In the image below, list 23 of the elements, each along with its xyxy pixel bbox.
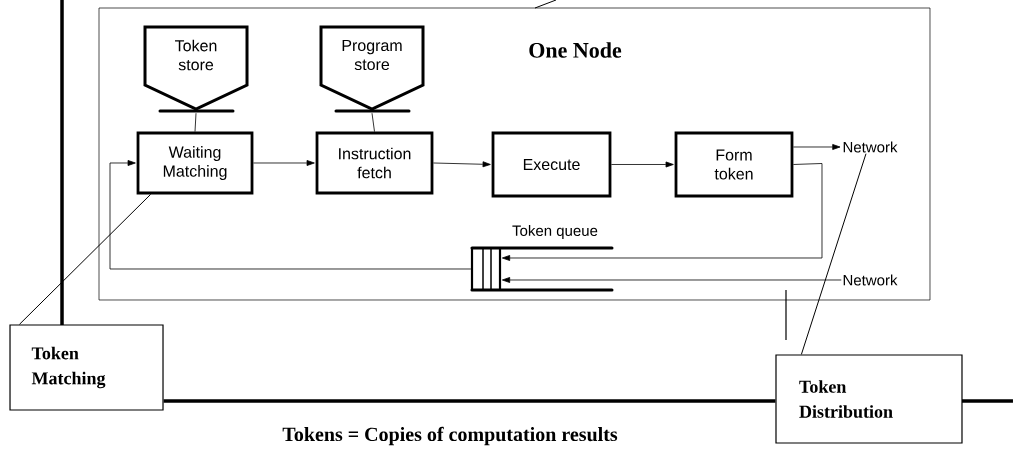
leader-line [18,193,152,325]
arrow [253,160,315,166]
arrow [611,161,674,168]
leader-line [800,153,867,355]
label-box: Token Distribution [775,354,963,444]
caption: Tokens = Copies of computation results [282,426,618,446]
process-box: Waiting Matching [136,131,254,195]
arrow [501,277,842,283]
arrow [433,161,491,168]
arrow [501,163,823,261]
bus-line [163,399,776,403]
node-label: Token queue [512,225,598,239]
network-label: Network [843,274,898,286]
process-box: Execute [491,131,612,198]
arrow [109,160,472,270]
process-box: Form token [674,131,794,198]
network-label: Network [843,141,898,153]
token-queue: Token queue [470,225,614,292]
connector-line [371,112,375,132]
label-box: Token Matching [9,324,164,411]
arrow [793,144,841,150]
process-box: Instruction fetch [315,131,434,195]
connector-line [194,112,197,132]
